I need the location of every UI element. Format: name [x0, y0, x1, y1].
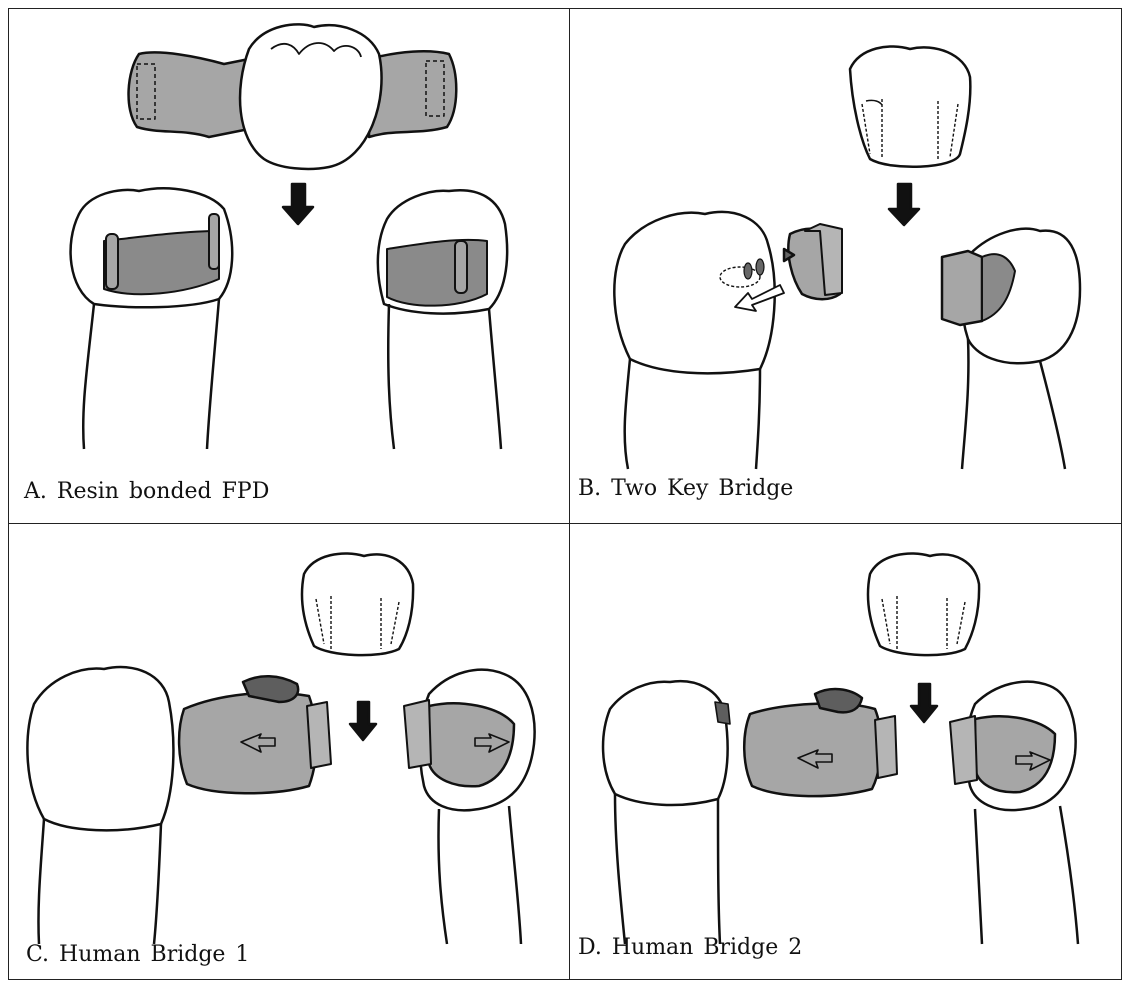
right-wing [369, 51, 456, 137]
pontic-crown [850, 46, 970, 166]
left-connector [744, 704, 881, 797]
panel-c-illustration [9, 524, 569, 980]
pontic-crown [302, 553, 413, 655]
left-abutment [603, 681, 728, 805]
insertion-arrow [350, 702, 376, 740]
panel-d-human-bridge-2 [570, 524, 1121, 980]
caption-b: B. Two Key Bridge [578, 476, 793, 501]
insertion-arrow [889, 184, 919, 225]
insertion-arrow [283, 184, 313, 224]
left-wing [129, 52, 249, 137]
left-abutment [27, 667, 173, 830]
caption-c: C. Human Bridge 1 [26, 942, 249, 967]
panel-b-illustration [570, 9, 1121, 523]
left-connector [179, 693, 316, 793]
panel-a-resin-bonded-fpd [9, 9, 569, 523]
panel-a-illustration [9, 9, 569, 523]
panel-d-illustration [570, 524, 1121, 980]
pontic-crown [868, 553, 979, 655]
panel-c-human-bridge-1 [9, 524, 569, 980]
insertion-arrow [911, 684, 937, 722]
panel-b-two-key-bridge [570, 9, 1121, 523]
caption-d: D. Human Bridge 2 [578, 935, 802, 960]
left-abutment [614, 212, 774, 373]
caption-a: A. Resin bonded FPD [24, 479, 269, 504]
pontic-crown [240, 24, 382, 169]
